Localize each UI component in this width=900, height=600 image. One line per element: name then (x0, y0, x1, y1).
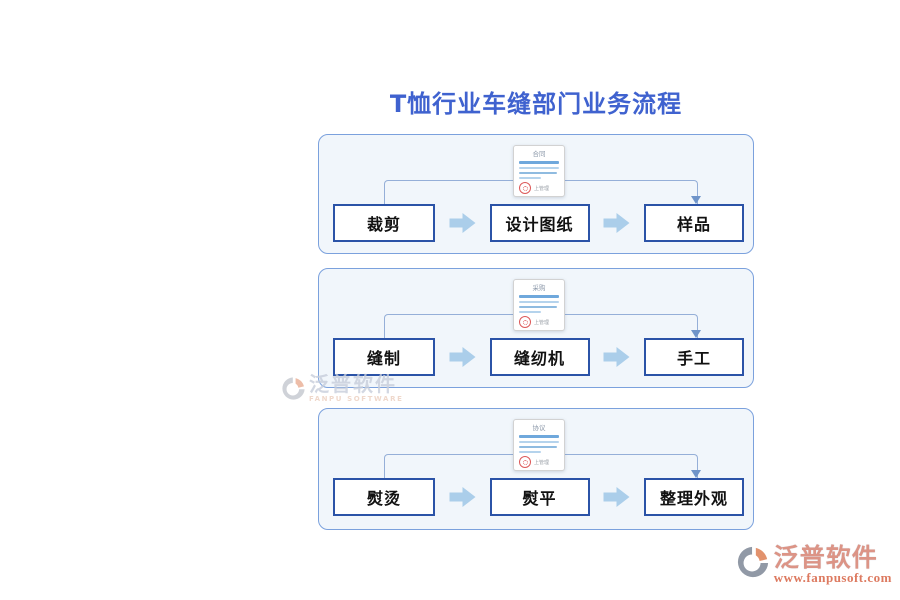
doc-text-line (519, 446, 557, 448)
step-box: 设计图纸 (489, 204, 590, 242)
doc-text-line (519, 441, 559, 443)
step-row: 熨烫 熨平 整理外观 (333, 478, 744, 516)
flow-arrow-icon (603, 347, 630, 367)
step-box: 整理外观 (644, 478, 744, 516)
seal-inner-icon (522, 185, 528, 191)
red-seal-icon (519, 456, 531, 468)
watermark-url: www.fanpusoft.com (773, 570, 892, 585)
fanpu-logo-icon (282, 377, 305, 400)
doc-footer: 上管理 (519, 316, 559, 328)
document-label: 采购 (532, 284, 546, 292)
contract-document-icon: 合同 上管理 (513, 145, 565, 197)
flow-arrow-icon (603, 213, 630, 233)
flow-arrow-icon (449, 487, 476, 507)
document-label: 协议 (532, 424, 546, 432)
connector-arrowhead-icon (691, 470, 701, 478)
step-row: 缝制 缝纫机 手工 (333, 338, 744, 376)
process-panel-cutting: 合同 上管理 裁剪 设计图纸 样品 (318, 134, 754, 254)
doc-text-line (519, 311, 542, 313)
step-box: 缝纫机 (489, 338, 590, 376)
doc-text-line (519, 177, 542, 179)
step-box: 熨烫 (333, 478, 435, 516)
seal-inner-icon (522, 459, 528, 465)
watermark-corner: 泛普软件 www.fanpusoft.com (736, 545, 892, 585)
doc-text-line (519, 301, 559, 303)
connector-arrowhead-icon (691, 196, 701, 204)
flow-arrow-icon (449, 347, 476, 367)
seal-caption: 上管理 (534, 459, 550, 466)
step-box: 缝制 (333, 338, 435, 376)
document-label: 合同 (532, 150, 546, 158)
red-seal-icon (519, 316, 531, 328)
watermark-brand: 泛普软件 (773, 543, 878, 572)
watermark-text: 泛普软件 www.fanpusoft.com (774, 545, 892, 585)
fanpu-logo-icon (737, 546, 768, 578)
doc-text-line (519, 167, 559, 169)
red-seal-icon (519, 182, 531, 194)
connector-arrowhead-icon (691, 330, 701, 338)
flow-arrow-icon (449, 213, 476, 233)
step-box: 熨平 (489, 478, 590, 516)
step-row: 裁剪 设计图纸 样品 (333, 204, 744, 242)
doc-text-line (519, 161, 559, 164)
doc-text-line (519, 435, 559, 438)
flow-arrow-icon (603, 487, 630, 507)
seal-caption: 上管理 (534, 319, 550, 326)
doc-text-line (519, 451, 542, 453)
seal-inner-icon (522, 319, 528, 325)
doc-text-line (519, 306, 557, 308)
doc-footer: 上管理 (519, 456, 559, 468)
process-panel-sewing: 采购 上管理 缝制 缝纫机 手工 (318, 268, 754, 388)
watermark-subtitle: FANPU SOFTWARE (309, 395, 404, 403)
purchase-document-icon: 采购 上管理 (513, 279, 565, 331)
agreement-document-icon: 协议 上管理 (513, 419, 565, 471)
step-box: 手工 (644, 338, 744, 376)
step-box: 样品 (644, 204, 744, 242)
process-panel-ironing: 协议 上管理 熨烫 熨平 整理外观 (318, 408, 754, 530)
seal-caption: 上管理 (534, 185, 550, 192)
doc-text-line (519, 172, 557, 174)
doc-text-line (519, 295, 559, 298)
page-title: T恤行业车缝部门业务流程 (389, 90, 683, 118)
doc-footer: 上管理 (519, 182, 559, 194)
step-box: 裁剪 (333, 204, 435, 242)
